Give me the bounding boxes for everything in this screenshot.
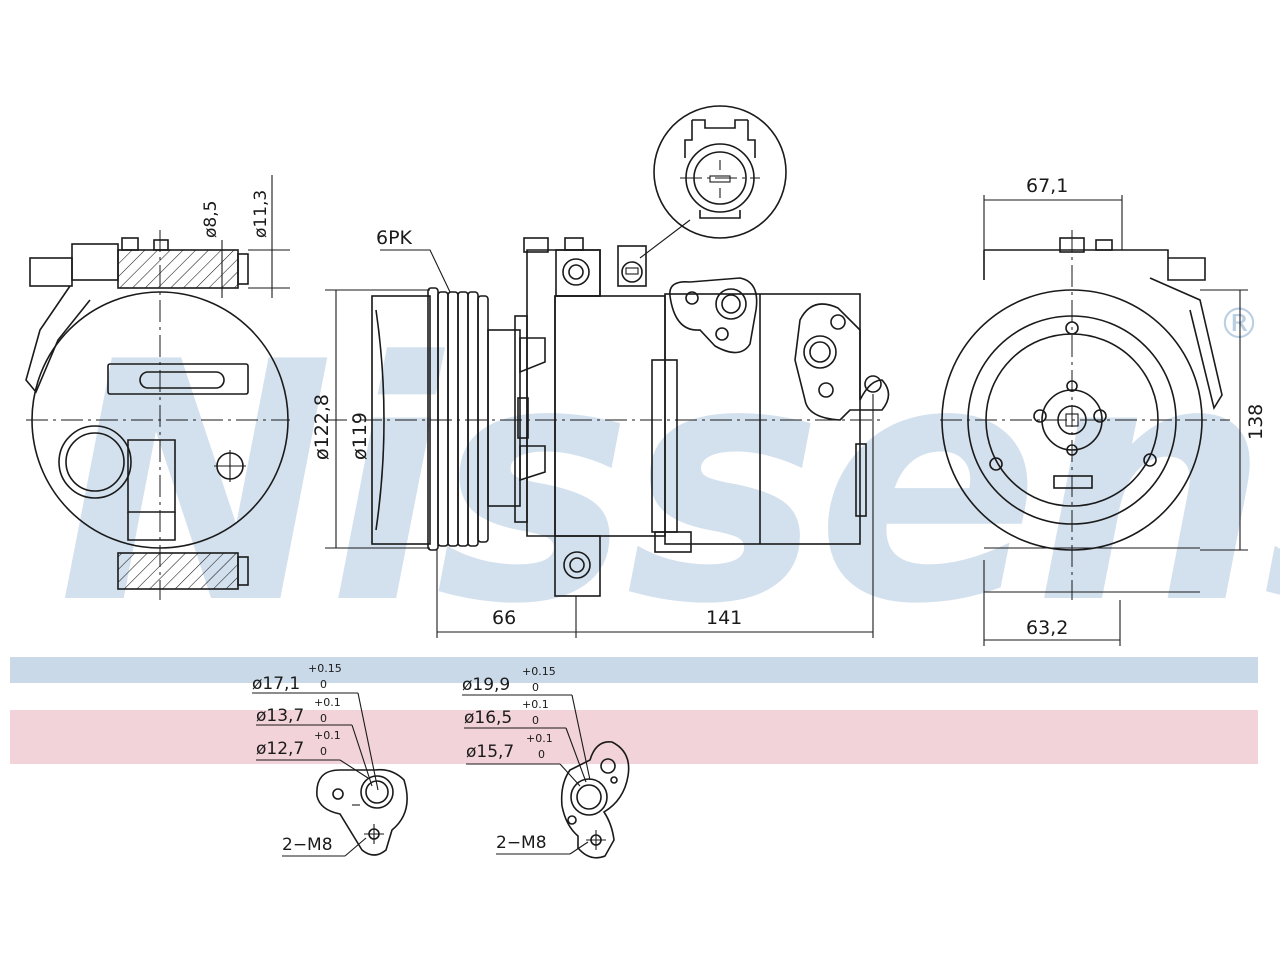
center-side-view: 6PK ø122,8 ø119 66 141 bbox=[311, 105, 890, 638]
fitting-left-d1-tol-lower: 0 bbox=[320, 678, 327, 691]
dim-d11-3: ø11,3 bbox=[251, 190, 271, 238]
fitting-right-d2-tol-upper: +0.1 bbox=[522, 698, 549, 711]
fitting-left-d2-tol-lower: 0 bbox=[320, 712, 327, 725]
fitting-right-d1-tol-upper: +0.15 bbox=[522, 665, 556, 678]
watermark-text: Nissens bbox=[58, 292, 1280, 676]
fitting-left-d3-tol-upper: +0.1 bbox=[314, 729, 341, 742]
left-side-view: ø8,5 ø11,3 bbox=[25, 175, 290, 600]
dim-d119: ø119 bbox=[349, 412, 371, 460]
dim-length-66: 66 bbox=[492, 607, 516, 629]
connector-type-label: 6PK bbox=[376, 227, 413, 249]
dim-height-138: 138 bbox=[1245, 404, 1267, 440]
red-band bbox=[10, 710, 1258, 764]
fitting-right-d1: ø19,9 bbox=[462, 675, 510, 695]
dim-length-141: 141 bbox=[706, 607, 742, 629]
fitting-left-thread: 2−M8 bbox=[282, 835, 333, 855]
fitting-left-d2: ø13,7 bbox=[256, 706, 304, 726]
blue-band bbox=[10, 657, 1258, 683]
fitting-right-d3-tol-lower: 0 bbox=[538, 748, 545, 761]
front-view: 67,1 138 63,2 bbox=[940, 175, 1267, 646]
fitting-right-d2: ø16,5 bbox=[464, 708, 512, 728]
dim-d8-5: ø8,5 bbox=[201, 201, 221, 238]
fitting-right-d3: ø15,7 bbox=[466, 742, 514, 762]
fitting-left-d2-tol-upper: +0.1 bbox=[314, 696, 341, 709]
fitting-right-d1-tol-lower: 0 bbox=[532, 681, 539, 694]
registered-mark: ® bbox=[1218, 299, 1260, 348]
fitting-detail-right: ø19,9 +0.15 0 ø16,5 +0.1 0 ø15,7 +0.1 0 … bbox=[462, 665, 630, 859]
fitting-left-d3: ø12,7 bbox=[256, 739, 304, 759]
dim-width-67-1: 67,1 bbox=[1026, 175, 1068, 197]
fitting-right-thread: 2−M8 bbox=[496, 833, 547, 853]
fitting-detail-left: ø17,1 +0.15 0 ø13,7 +0.1 0 ø12,7 +0.1 0 … bbox=[252, 662, 408, 857]
fitting-left-d1: ø17,1 bbox=[252, 674, 300, 694]
fitting-right-d2-tol-lower: 0 bbox=[532, 714, 539, 727]
fitting-right-d3-tol-upper: +0.1 bbox=[526, 732, 553, 745]
dim-d122-8: ø122,8 bbox=[311, 394, 333, 460]
fitting-left-d3-tol-lower: 0 bbox=[320, 745, 327, 758]
dim-width-63-2: 63,2 bbox=[1026, 617, 1068, 639]
fitting-left-d1-tol-upper: +0.15 bbox=[308, 662, 342, 675]
